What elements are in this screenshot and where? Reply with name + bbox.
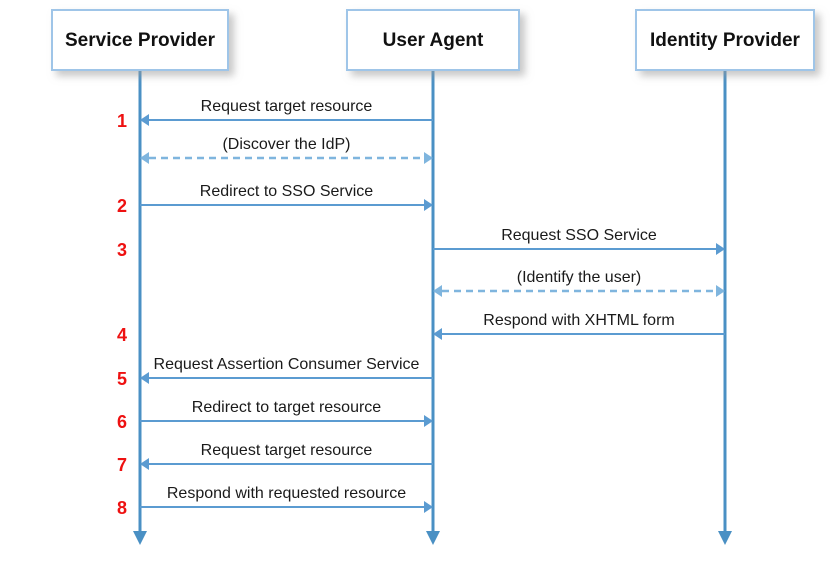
step-number-1: 1: [117, 111, 127, 131]
step-number-3: 3: [117, 240, 127, 260]
step-number-7: 7: [117, 455, 127, 475]
message-label: Redirect to target resource: [192, 399, 382, 416]
actor-box-ua[interactable]: User Agent: [346, 9, 520, 71]
message-step-1[interactable]: Request target resource 1: [117, 98, 433, 131]
arrow-head-right-icon: [716, 243, 725, 255]
actor-box-sp[interactable]: Service Provider: [51, 9, 229, 71]
message-note-1[interactable]: (Discover the IdP): [140, 136, 433, 164]
step-number-6: 6: [117, 412, 127, 432]
message-label: Request target resource: [201, 442, 373, 459]
arrow-head-left-icon: [433, 328, 442, 340]
message-step-2[interactable]: Redirect to SSO Service 2: [117, 183, 433, 216]
actor-label-ua: User Agent: [383, 30, 484, 51]
actors-layer: Service Provider User Agent Identity Provi…: [51, 9, 815, 71]
lifeline-sp: [133, 70, 147, 545]
step-number-5: 5: [117, 369, 127, 389]
message-label: Respond with XHTML form: [483, 312, 674, 329]
lifeline-end-arrow-icon: [426, 531, 440, 545]
lifeline-idp: [718, 70, 732, 545]
message-step-8[interactable]: Respond with requested resource 8: [117, 485, 433, 518]
messages-layer: Request target resource 1 (Discover the Id…: [117, 98, 725, 518]
arrow-head-left-icon: [140, 458, 149, 470]
lifeline-end-arrow-icon: [133, 531, 147, 545]
message-note-4[interactable]: (Identify the user): [433, 269, 725, 297]
arrow-head-left-icon: [140, 372, 149, 384]
arrow-head-right-icon: [424, 501, 433, 513]
message-label: Redirect to SSO Service: [200, 183, 374, 200]
message-step-5[interactable]: Request Assertion Consumer Service 5: [117, 356, 433, 389]
actor-label-idp: Identity Provider: [650, 30, 801, 51]
message-label: Request target resource: [201, 98, 373, 115]
step-number-2: 2: [117, 196, 127, 216]
step-number-4: 4: [117, 325, 127, 345]
arrow-head-right-icon: [424, 199, 433, 211]
message-step-7[interactable]: Request target resource 7: [117, 442, 433, 475]
actor-box-idp[interactable]: Identity Provider: [635, 9, 815, 71]
arrow-head-right-icon: [424, 152, 433, 164]
message-step-6[interactable]: Redirect to target resource 6: [117, 399, 433, 432]
lifeline-ua: [426, 70, 440, 545]
actor-box-frame: [635, 9, 815, 71]
message-step-4[interactable]: Respond with XHTML form 4: [117, 312, 725, 345]
message-label: (Identify the user): [517, 269, 642, 286]
arrow-head-left-icon: [140, 152, 149, 164]
arrow-head-right-icon: [716, 285, 725, 297]
lifeline-end-arrow-icon: [718, 531, 732, 545]
message-label: (Discover the IdP): [222, 136, 350, 153]
actor-label-sp: Service Provider: [65, 30, 216, 51]
message-label: Respond with requested resource: [167, 485, 406, 502]
message-step-3[interactable]: Request SSO Service 3: [117, 227, 725, 260]
arrow-head-right-icon: [424, 415, 433, 427]
arrow-head-left-icon: [140, 114, 149, 126]
actor-box-frame: [346, 9, 520, 71]
message-label: Request SSO Service: [501, 227, 657, 244]
actor-box-frame: [51, 9, 229, 71]
lifelines-layer: [133, 70, 732, 545]
arrow-head-left-icon: [433, 285, 442, 297]
step-number-8: 8: [117, 498, 127, 518]
message-label: Request Assertion Consumer Service: [154, 356, 420, 373]
